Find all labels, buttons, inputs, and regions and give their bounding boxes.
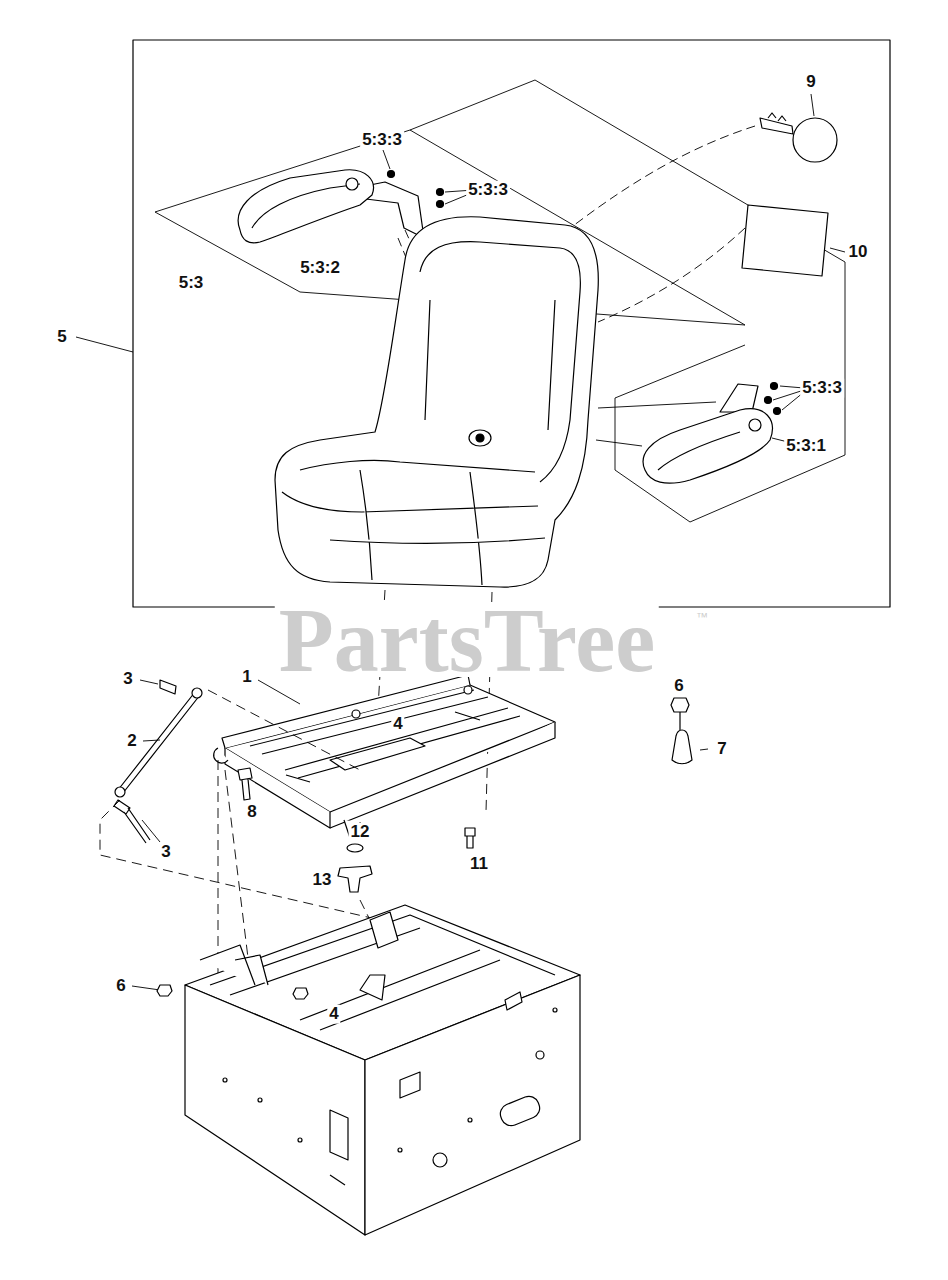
callout-number: 1 [240, 668, 253, 687]
bolt [238, 768, 252, 800]
callout-number: 9 [804, 73, 817, 92]
ignition-key [760, 113, 837, 162]
callout-number: 12 [349, 823, 372, 842]
seat-plate [214, 675, 555, 838]
watermark: PartsTree [275, 605, 659, 677]
callout-number: 5:3:2 [298, 259, 342, 278]
link-rod [118, 692, 200, 793]
callout-number: 4 [391, 715, 404, 734]
group-frame [133, 40, 890, 607]
seat [275, 217, 598, 587]
bolt [160, 680, 176, 694]
callout-number: 5:3 [177, 274, 206, 293]
bolt [465, 828, 475, 848]
trademark: ™ [694, 611, 710, 624]
nut [671, 698, 689, 712]
callout-number: 5:3:3 [800, 379, 844, 398]
callout-number: 3 [121, 670, 134, 689]
callout-number: 10 [847, 243, 870, 262]
callout-number: 8 [245, 803, 258, 822]
washer [347, 844, 363, 852]
left-armrest [238, 170, 443, 243]
callout-number: 7 [715, 740, 728, 759]
frame [185, 905, 580, 1235]
knob [338, 866, 372, 892]
callout-number: 4 [327, 1005, 340, 1024]
callout-number: 2 [125, 732, 138, 751]
callout-number: 13 [311, 871, 334, 890]
callout-number: 6 [672, 677, 685, 696]
callout-number: 3 [159, 843, 172, 862]
dashed-line [565, 126, 755, 232]
leader-line [76, 94, 845, 1008]
callout-number: 5 [55, 328, 68, 347]
callout-number: 5:3:3 [360, 131, 404, 150]
callout-number: 11 [468, 855, 490, 874]
nut [157, 985, 172, 996]
bolt [114, 800, 150, 843]
stud [679, 712, 680, 730]
decal [742, 205, 828, 276]
dashed-line [596, 402, 716, 446]
dashed-line [598, 228, 745, 322]
callout-number: 6 [114, 977, 127, 996]
callout-number: 5:3:1 [784, 437, 828, 456]
callout-number: 5:3:3 [466, 181, 510, 200]
nut [293, 988, 308, 999]
bumper [672, 730, 692, 764]
right-armrest [643, 383, 780, 484]
